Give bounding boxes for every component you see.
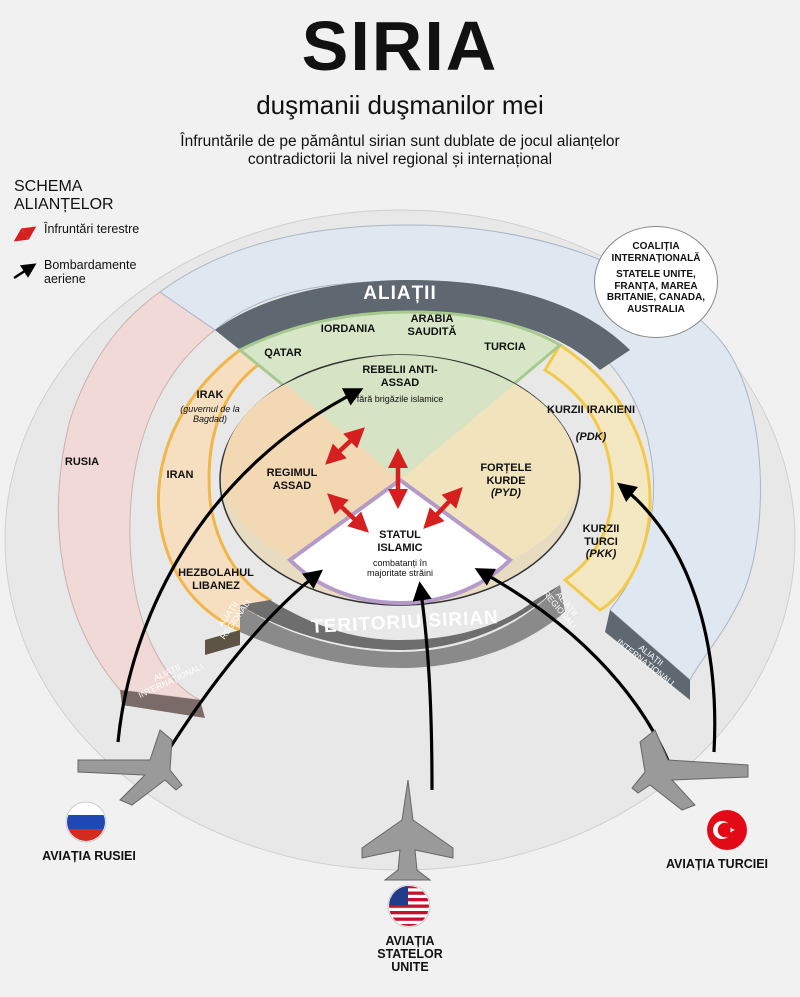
black-arrow-icon [13,263,37,280]
label-qatar: QATAR [264,347,302,359]
label-russia: RUSIA [64,456,100,468]
label-rebels-note: fără brigăzile islamice [356,394,444,404]
label-islamic-state-note: combatanți în majoritate străini [366,558,434,578]
label-rebels: REBELII ANTI-ASSAD [362,364,438,389]
label-kurdish-forces: FORȚELE KURDE [480,462,532,487]
label-turkey: TURCIA [484,341,526,353]
flag-turkey-icon [707,810,747,850]
label-kurds-turkey-party: (PKK) [585,548,617,560]
label-jordan: IORDANIA [320,323,376,335]
jet-russia-icon [77,729,183,806]
allies-band-label: ALIAȚII [363,283,437,304]
label-assad: REGIMUL ASSAD [266,467,318,492]
aviation-usa-label: AVIAȚIA STATELOR UNITE [377,934,443,974]
rebels-sector [285,355,515,480]
page-title: SIRIA [301,7,499,85]
regional-ring-right [542,342,652,612]
ground-arrows [325,427,463,533]
intro-text: Înfruntările de pe pământul sirian sunt … [180,133,620,168]
territory-band [240,585,560,650]
label-iraq-note: (guvernul de la Bagdad) [180,404,240,424]
assad-sector [221,384,400,560]
label-islamic-state: STATUL ISLAMIC [377,529,423,554]
flag-russia-icon [65,801,107,843]
kurdish-sector [400,384,579,560]
coalition-heading: COALIȚIA INTERNAȚIONALĂ [611,241,701,264]
flag-usa-icon [387,884,431,928]
label-saudi: ARABIA SAUDITĂ [407,313,457,338]
right-wall [605,610,690,700]
label-hezbollah: HEZBOLAHUL LIBANEZ [178,567,254,592]
label-iran: IRAN [166,469,194,481]
legend-air-label: Bombardamente aeriene [44,258,137,286]
label-kurdish-forces-party: (PYD) [491,487,521,499]
legend-ground-label: Înfruntări terestre [44,222,140,236]
territory-band-lower [240,585,565,668]
label-iraq: IRAK [196,389,224,401]
left-wall [120,690,205,718]
coalition-bubble: COALIȚIA INTERNAȚIONALĂ STATELE UNITE, F… [594,226,718,338]
page-subtitle: duşmanii duşmanilor mei [256,90,544,120]
red-double-arrow-icon [13,226,37,242]
label-kurds-iraq: KURZII IRAKIENI [547,404,635,416]
regional-wall-left [205,630,240,655]
aviation-turkey-label: AVIAȚIA TURCIEI [665,857,769,871]
allies-band [215,280,630,370]
jet-turkey-icon [631,729,749,811]
aviation-russia-label: AVIAȚIA RUSIEI [42,849,136,863]
air-arrows [116,388,717,791]
jet-usa-icon [361,779,454,881]
legend-title: SCHEMA ALIANȚELOR [14,178,114,213]
label-kurds-iraq-party: (PDK) [575,431,607,443]
coalition-members: STATELE UNITE, FRANȚA, MAREA BRITANIE, C… [606,269,706,315]
label-kurds-turkey: KURZII TURCI [582,523,620,548]
